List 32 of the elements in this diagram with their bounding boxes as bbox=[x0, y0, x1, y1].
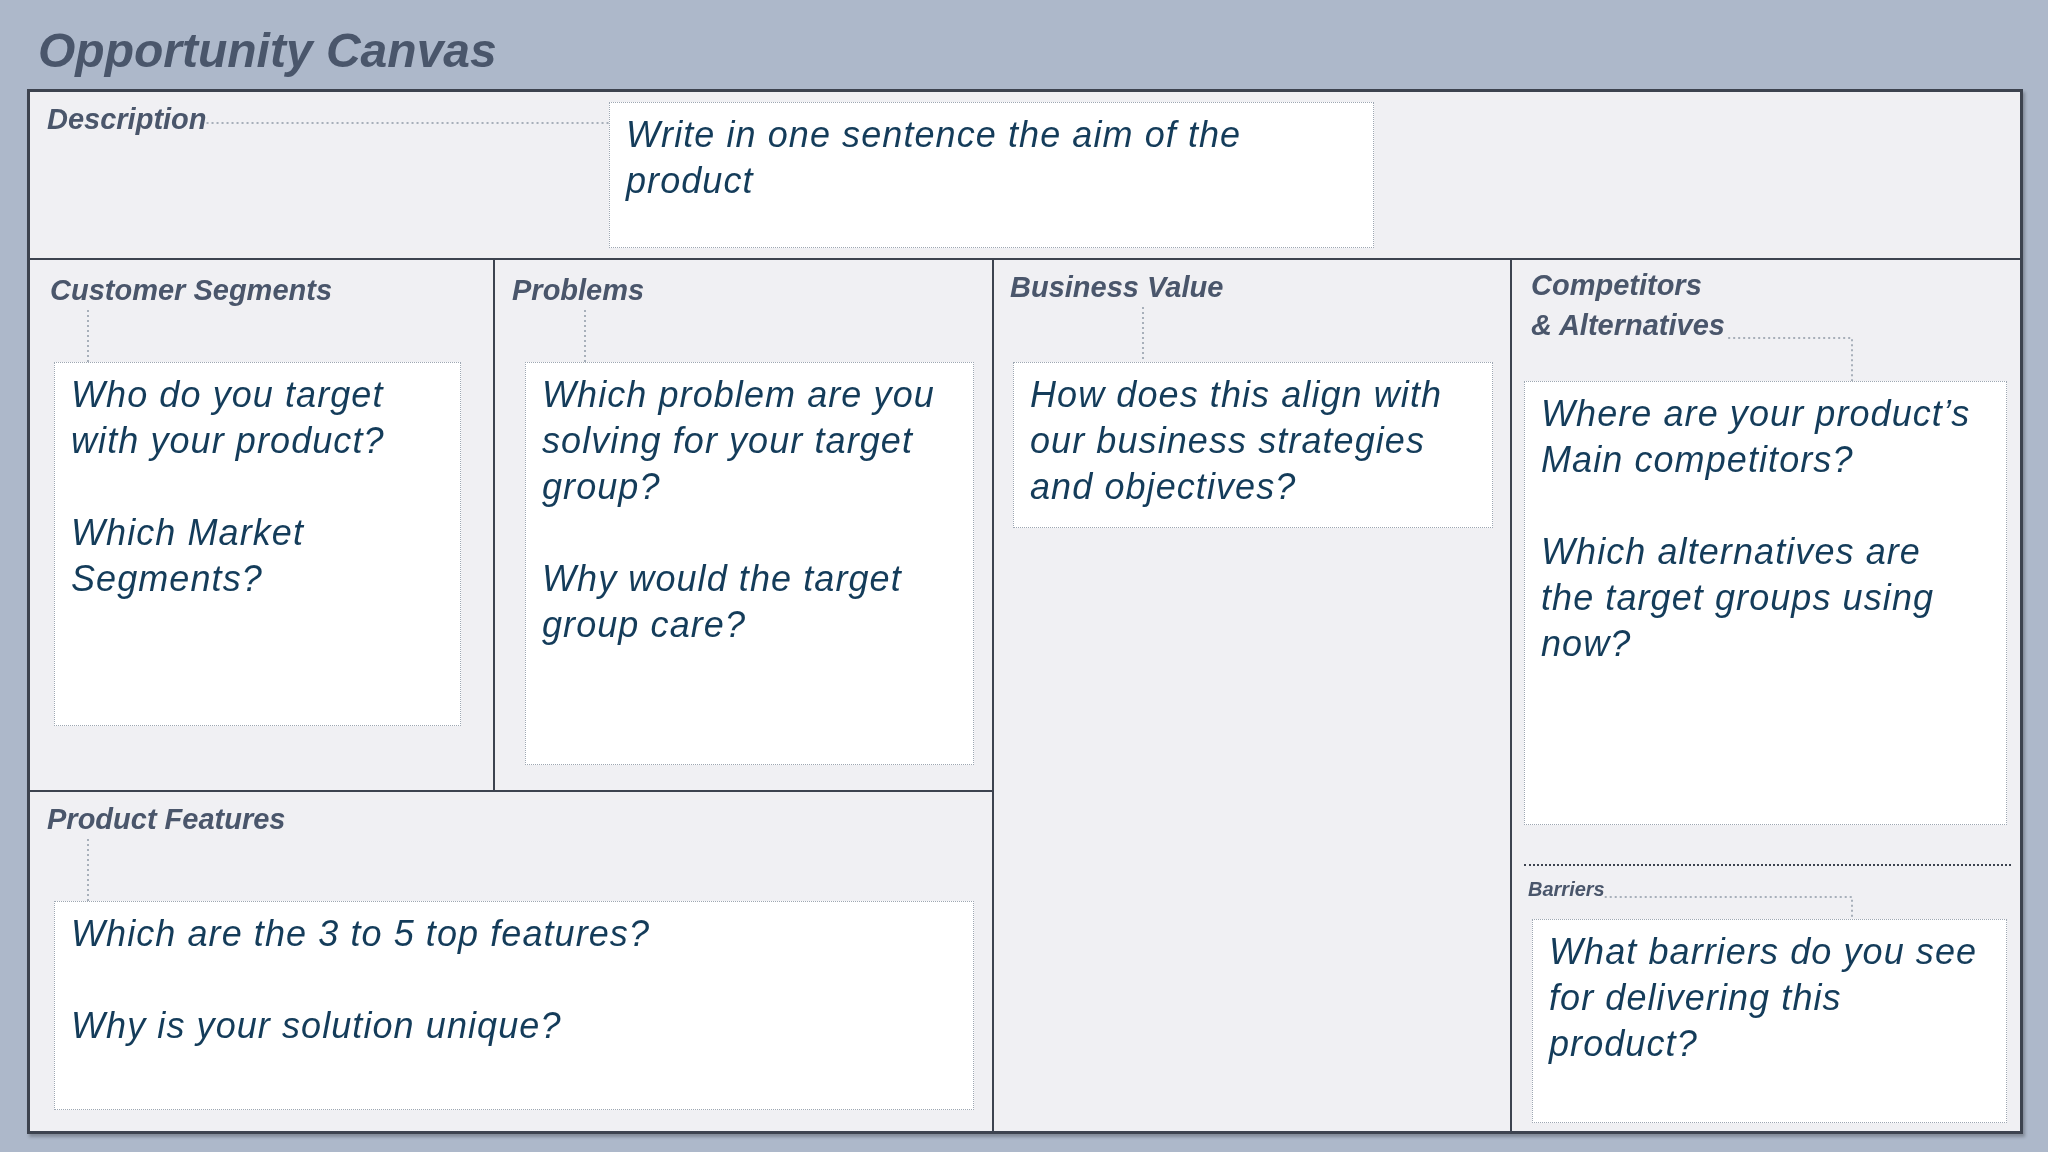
section-heading: Customer Segments bbox=[50, 270, 332, 310]
leader-line bbox=[87, 838, 89, 902]
prompt-box bbox=[1532, 919, 2007, 1123]
canvas-title: Opportunity Canvas bbox=[38, 24, 497, 78]
prompt-box bbox=[54, 362, 461, 726]
leader-line bbox=[1727, 337, 1853, 382]
question-text: Which alternatives are the target groups using now? bbox=[1541, 530, 1936, 666]
section-heading: Description bbox=[47, 99, 207, 139]
section-heading: Product Features bbox=[47, 799, 286, 839]
prompt-box bbox=[525, 362, 974, 765]
question-text: Why is your solution unique? bbox=[71, 1004, 563, 1048]
section-heading: Competitors & Alternatives bbox=[1531, 265, 1729, 345]
question-text: How does this align with our business strategies and objectives? bbox=[1030, 373, 1444, 509]
prompt-box bbox=[609, 102, 1374, 248]
question-text: Write in one sentence the aim of the product bbox=[626, 113, 1243, 203]
question-text: Who do you target with your product? bbox=[71, 373, 386, 463]
prompt-box bbox=[54, 901, 974, 1110]
section-heading: Problems bbox=[512, 270, 645, 310]
leader-line bbox=[584, 309, 586, 363]
question-text: Which problem are you solving for your target group? bbox=[542, 373, 936, 509]
leader-line bbox=[205, 122, 610, 124]
prompt-box bbox=[1013, 362, 1493, 528]
question-text: Why would the target group care? bbox=[542, 557, 903, 647]
leader-line bbox=[1603, 896, 1853, 920]
question-text: Which are the 3 to 5 top features? bbox=[71, 912, 652, 956]
prompt-box bbox=[1524, 381, 2007, 825]
question-text: Where are your product’s Main competitors? bbox=[1541, 392, 1972, 482]
section-heading: Barriers bbox=[1528, 876, 1605, 902]
question-text: Which Market Segments? bbox=[71, 511, 306, 601]
leader-line bbox=[87, 309, 89, 363]
question-text: What barriers do you see for delivering this product? bbox=[1549, 930, 1979, 1066]
section-heading: Business Value bbox=[1010, 267, 1224, 307]
